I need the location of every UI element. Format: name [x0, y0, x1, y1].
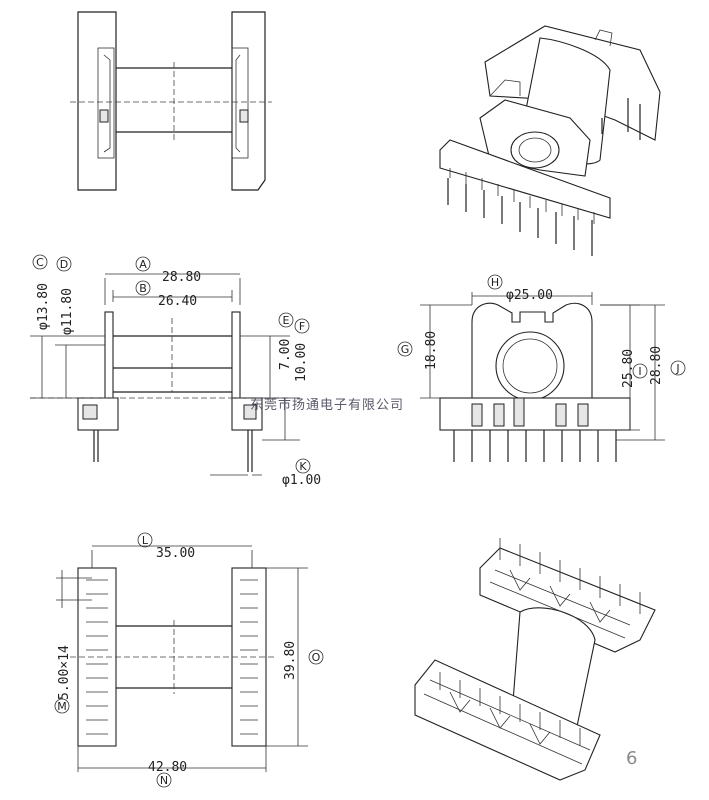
dim-E: 7.00: [278, 339, 293, 370]
label-circle-J: [670, 360, 686, 376]
label-circle-A: [135, 256, 151, 272]
dim-I: 25.80: [621, 349, 636, 388]
label-circle-H: [487, 274, 503, 290]
label-circle-G: [397, 341, 413, 357]
label-G: G: [401, 343, 410, 356]
dim-F: 10.00: [294, 343, 309, 382]
label-circle-B: [135, 280, 151, 296]
dim-K: φ1.00: [282, 473, 321, 488]
label-circle-M: [54, 698, 70, 714]
dim-O: 39.80: [283, 641, 298, 680]
label-M: M: [57, 700, 67, 713]
label-circle-O: [308, 649, 324, 665]
dim-M: 5.00×14: [57, 645, 72, 700]
front-view: [70, 11, 272, 191]
label-circle-L: [137, 532, 153, 548]
dim-L: 35.00: [156, 546, 195, 561]
label-circle-D: [56, 256, 72, 272]
label-D: D: [60, 258, 68, 271]
label-circle-I: [632, 363, 648, 379]
label-C: C: [36, 256, 44, 269]
label-I: I: [638, 365, 641, 378]
dim-N: 42.80: [148, 760, 187, 775]
dim-G: 18.80: [424, 331, 439, 370]
label-O: O: [312, 651, 321, 664]
label-F: F: [299, 320, 305, 333]
label-circle-N: [156, 772, 172, 788]
label-N: N: [160, 774, 168, 787]
dim-D: φ11.80: [60, 288, 75, 335]
label-H: H: [491, 276, 499, 289]
label-J: J: [675, 362, 679, 375]
isometric-view-bottom: [414, 538, 656, 781]
dim-A: 28.80: [162, 270, 201, 285]
dim-H: φ25.00: [506, 288, 553, 303]
page-number: 6: [626, 748, 637, 769]
label-circle-K: [295, 458, 311, 474]
dim-J: 28.80: [649, 346, 664, 385]
label-circle-F: [294, 318, 310, 334]
label-A: A: [139, 258, 147, 271]
end-view: [420, 292, 665, 462]
label-B: B: [139, 282, 147, 295]
bottom-view: [56, 545, 308, 772]
dim-B: 26.40: [158, 294, 197, 309]
side-view: [30, 273, 300, 476]
label-E: E: [283, 314, 290, 327]
company-watermark: 东莞市扬通电子有限公司: [250, 397, 404, 413]
label-circle-E: [278, 312, 294, 328]
dim-C: φ13.80: [36, 283, 51, 330]
label-L: L: [142, 534, 149, 547]
label-K: K: [299, 460, 307, 473]
isometric-view-top: [439, 25, 661, 256]
label-circle-C: [32, 254, 48, 270]
